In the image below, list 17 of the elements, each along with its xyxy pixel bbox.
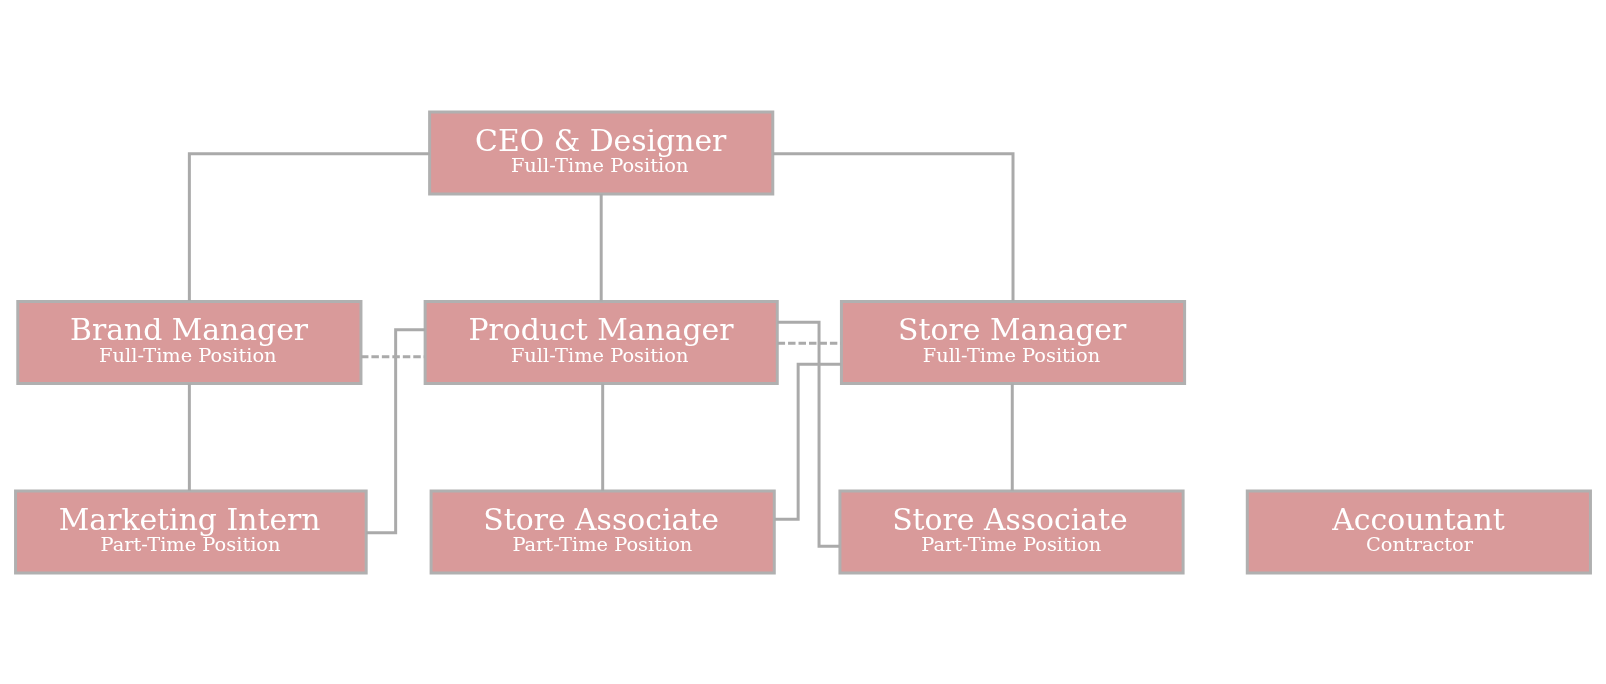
node-box: Product Manager Full-Time Position [423,299,779,385]
connector [366,327,426,534]
node-box: Store Manager Full-Time Position [839,299,1187,385]
node-box: CEO & Designer Full-Time Position [428,110,775,195]
node-box: Marketing Intern Part-Time Position [14,489,368,574]
connector [187,383,191,491]
node-box: Brand Manager Full-Time Position [16,299,363,385]
connector [187,151,430,301]
connector [772,151,1015,301]
node-box: Accountant Contractor [1245,489,1592,574]
connector [599,193,603,301]
connector [1010,383,1014,491]
node-box: Store Associate Part-Time Position [429,489,776,574]
node-box: Store Associate Part-Time Position [838,489,1185,574]
connector [777,341,841,345]
connector [601,383,605,491]
connector [777,320,840,548]
